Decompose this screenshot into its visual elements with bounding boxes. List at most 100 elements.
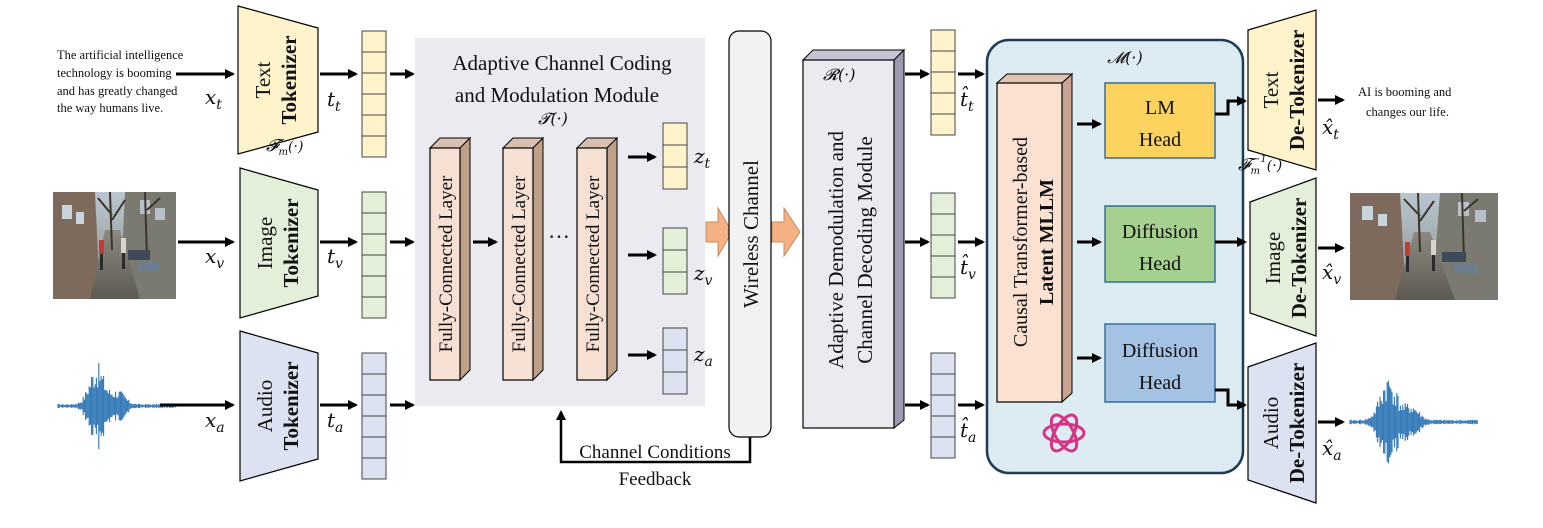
token-cell	[361, 212, 387, 235]
fc-layer-2: Fully-Connected Layer	[501, 136, 545, 382]
tokenizer-label: Tokenizer	[279, 198, 303, 287]
token-cell	[361, 93, 387, 116]
latent-cell	[662, 144, 688, 168]
tokenizer-label: Tokenizer	[279, 361, 303, 450]
input-text-line: the way humans live.	[57, 101, 163, 115]
symbol-hat-x-t: x̂t	[1322, 115, 1339, 143]
fc-layer-label: Fully-Connected Layer	[583, 175, 604, 352]
input-arrows	[160, 69, 235, 410]
transformer-label-line: Latent MLLM	[1036, 179, 1058, 305]
symbol-t-v: tv	[327, 244, 343, 272]
recovered-token-cell	[930, 92, 956, 115]
fc-layer-label: Fully-Connected Layer	[509, 175, 530, 352]
tokenizer-label: Audio	[253, 380, 277, 433]
decoder-output-arrows	[905, 69, 985, 410]
recovered-token-cell	[930, 394, 956, 417]
symbol-m-op: 𝓜(·)	[1107, 48, 1143, 67]
encoder-title-line: and Modulation Module	[455, 83, 659, 107]
tokenizer-label: Image	[253, 217, 277, 269]
detokenizer-label: Text	[1259, 71, 1283, 108]
recovered-token-cell	[930, 276, 956, 299]
big-arrow-encoder-to-channel	[705, 206, 733, 258]
output-text: AI is booming and changes our life.	[1358, 85, 1452, 119]
symbol-t-a: ta	[327, 408, 343, 436]
symbol-t-t: tt	[327, 87, 341, 115]
latent-cell	[662, 271, 688, 295]
symbol-hat-x-v: x̂v	[1322, 260, 1341, 288]
head-output-arrows	[1215, 96, 1247, 410]
token-cell	[361, 436, 387, 459]
latent-vectors	[662, 122, 688, 395]
big-arrow-channel-to-decoder	[771, 206, 801, 258]
symbol-z-v: zv	[693, 261, 713, 289]
symbol-x-a: xa	[205, 408, 225, 436]
symbol-z-t: zt	[693, 144, 711, 172]
symbol-hat-t-t: t̂t	[960, 85, 974, 115]
latent-cell	[662, 371, 688, 395]
waveform-path	[57, 363, 177, 449]
recovered-token-vectors	[930, 29, 956, 459]
head-label-line: Head	[1139, 129, 1181, 151]
feedback-label-line: Channel Conditions	[579, 442, 730, 463]
symbol-f-m-inverse: 𝓕m−1(·)	[1238, 154, 1282, 177]
recovered-token-cell	[930, 213, 956, 236]
token-cell	[361, 254, 387, 277]
input-audio-waveform	[57, 363, 177, 449]
detokenizer-label: De-Tokenizer	[1285, 30, 1309, 151]
image-detokenizer: Image De-Tokenizer	[1249, 177, 1317, 337]
recovered-token-cell	[930, 29, 956, 52]
output-text-line: AI is booming and	[1358, 85, 1452, 99]
token-symbols: tt tv ta	[327, 87, 343, 436]
recovered-token-cell	[930, 415, 956, 438]
tokenizer-label: Text	[251, 61, 275, 98]
recovered-token-cell	[930, 352, 956, 375]
decoder-label-line: Channel Decoding Module	[853, 136, 877, 363]
waveform-path	[1349, 380, 1478, 464]
recovered-token-cell	[930, 234, 956, 257]
transformer-block: Causal Transformer-based Latent MLLM	[995, 72, 1074, 404]
fc-layer-3: Fully-Connected Layer	[575, 136, 619, 382]
symbol-hat-t-a: t̂a	[960, 416, 976, 446]
token-cell	[361, 373, 387, 396]
token-cell	[361, 51, 387, 74]
encoder-title-line: Adaptive Channel Coding	[452, 51, 672, 75]
lm-head: LM Head	[1104, 82, 1216, 159]
openai-logo	[1042, 413, 1086, 453]
latent-cell	[662, 122, 688, 146]
wireless-channel-label: Wireless Channel	[739, 160, 763, 308]
recovered-token-cell	[930, 192, 956, 215]
latent-cell	[662, 327, 688, 351]
input-symbols: xt xv xa	[205, 85, 225, 436]
tokenizer-label: Tokenizer	[277, 35, 301, 124]
audio-tokenizer: Audio Tokenizer	[239, 330, 319, 482]
recovered-token-cell	[930, 71, 956, 94]
input-image	[53, 191, 176, 299]
output-arrows	[1318, 95, 1345, 427]
token-cell	[361, 72, 387, 95]
symbol-hat-x-a: x̂a	[1322, 436, 1342, 464]
token-cell	[361, 457, 387, 480]
recovered-token-cell	[930, 50, 956, 73]
output-audio-waveform	[1349, 380, 1478, 464]
head-label-line: Head	[1139, 372, 1181, 394]
head-label-line: LM	[1145, 97, 1175, 119]
symbol-x-v: xv	[205, 244, 224, 272]
symbol-r-op: 𝓡(·)	[823, 65, 856, 84]
token-cell	[361, 352, 387, 375]
encoder-module: Adaptive Channel Coding and Modulation M…	[415, 38, 713, 406]
output-symbols: x̂t x̂v x̂a	[1322, 115, 1342, 464]
latent-cell	[662, 227, 688, 251]
token-cell	[361, 275, 387, 298]
recovered-token-cell	[930, 373, 956, 396]
latent-cell	[662, 349, 688, 373]
input-text-line: technology is booming	[57, 66, 172, 80]
head-label-line: Diffusion	[1122, 221, 1198, 243]
token-cell	[361, 30, 387, 53]
detokenizer-label: Audio	[1259, 397, 1283, 450]
token-vectors	[361, 30, 387, 480]
detokenizer-label: De-Tokenizer	[1287, 198, 1311, 319]
output-image	[1350, 192, 1498, 300]
latent-cell	[662, 166, 688, 190]
encoder-input-arrows	[390, 69, 415, 410]
